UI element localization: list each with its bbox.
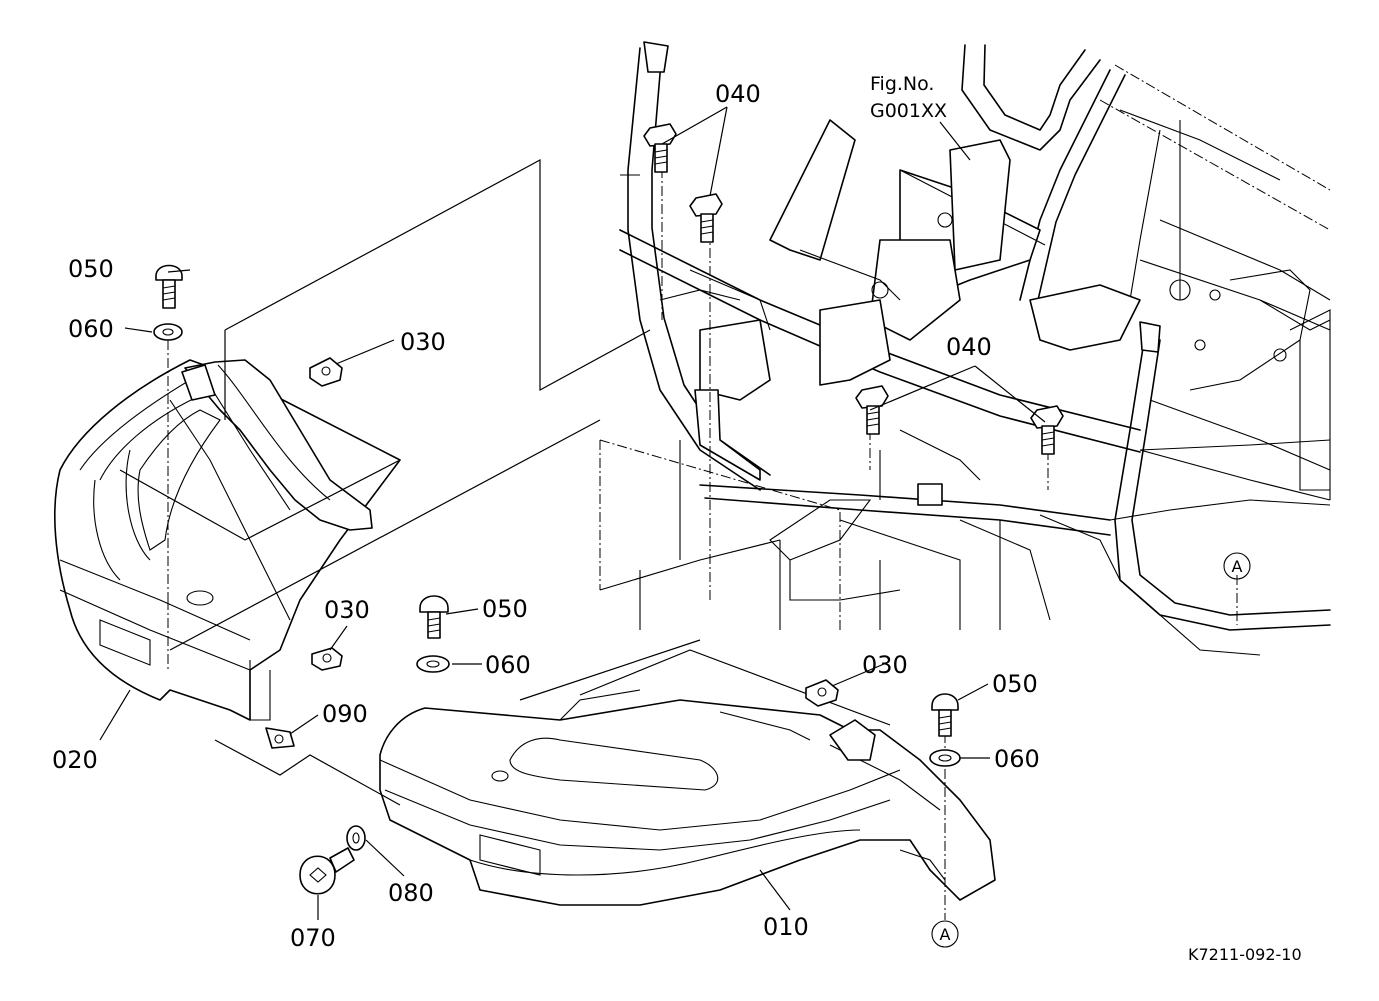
callout-050-mid: 050 [482,595,528,623]
callout-080: 080 [388,879,434,907]
bolt-040-upper-right [689,193,723,243]
bolt-070 [299,847,355,895]
callout-040-upper: 040 [715,80,761,108]
callout-020: 020 [52,746,98,774]
bolt-040-lower-right [1030,405,1064,455]
figure-ref-line1: Fig.No. [870,73,934,95]
nut-030-top [309,357,343,387]
callout-050-left: 050 [68,255,114,283]
washer-060-right [929,749,961,767]
screw-050-right [931,693,959,737]
callout-030-left: 030 [324,596,370,624]
callout-090: 090 [322,700,368,728]
washer-060-mid [416,655,450,673]
washer-060-left [153,323,183,341]
callout-040-lower: 040 [946,333,992,361]
callout-030-right: 030 [862,651,908,679]
marker-a-cover-label: A [940,925,951,944]
reference-marker-a-frame: A [1223,552,1251,580]
inner-shield-020 [181,359,373,531]
callout-060-mid: 060 [485,651,531,679]
callout-050-right: 050 [992,670,1038,698]
bolt-040-lower-left [855,385,889,435]
drawing-code: K7211-092-10 [1188,945,1302,964]
nut-030-right [805,679,839,707]
screw-050-mid [419,595,449,639]
callout-060-right: 060 [994,745,1040,773]
vehicle-frame [599,41,1331,656]
right-cover-010 [379,689,996,906]
nut-030-left [311,647,343,671]
bolt-040-upper-left [643,123,677,173]
figure-ref-line2: G001XX [870,100,947,122]
clip-090 [265,727,295,749]
callout-070: 070 [290,924,336,952]
reference-marker-a-cover: A [931,920,959,948]
marker-a-frame-label: A [1232,557,1243,576]
washer-080 [346,825,366,851]
callout-030-top: 030 [400,328,446,356]
callout-060-left: 060 [68,315,114,343]
callout-010: 010 [763,913,809,941]
screw-050-left [155,264,183,309]
